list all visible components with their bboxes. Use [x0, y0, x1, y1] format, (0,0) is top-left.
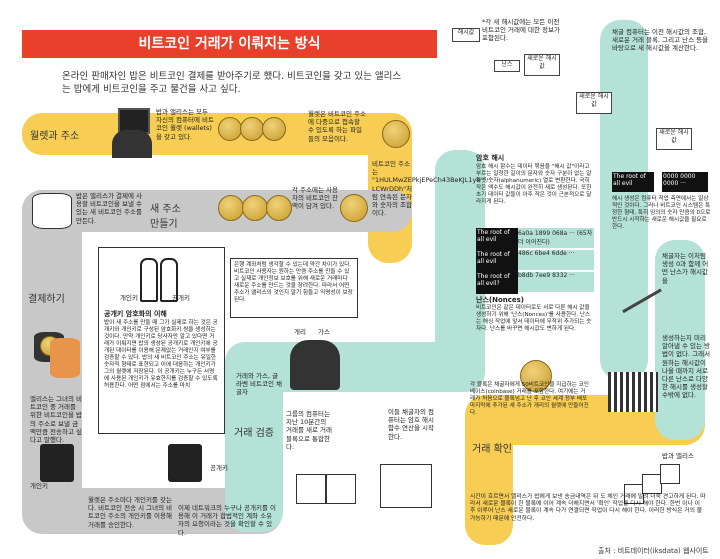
winner-desc: 생성하는지 미리 알아낼 수 있는 방법이 없다. 그래서 원하는 해시값이 나… — [662, 334, 711, 400]
bitcoin-coin-icon — [382, 120, 410, 148]
bitcoin-coin-icon — [218, 117, 242, 141]
wallet-files-desc: 월렛은 비트코인 주소에 다중으로 접속할 수 있도록 하는 파일들의 모음이다… — [308, 110, 366, 143]
address-coins — [218, 195, 292, 227]
crypto-title: 공개키 암호화의 이해 — [104, 310, 167, 318]
hash-output-2: 486c 6be4 6dde ··· — [518, 250, 594, 270]
target-desc: 해시 생성은 컴퓨터 작업 측면에서는 일상적인 것이다. 그러나 비트코인 시… — [612, 196, 711, 230]
target-input: The root of all evil — [612, 172, 654, 192]
man-label: 개리 — [294, 328, 306, 336]
shovel-icon — [290, 340, 340, 390]
network-desc: 이제 네트워크의 누구나 공개키를 이용해 이 거래가 합법적인 계좌 소유자의… — [178, 504, 276, 537]
road-right-down — [655, 240, 705, 440]
confirm-desc: 시간이 흐르면서 앨리스가 밥에게 보낸 송금내역은 뒤 도 체인 거래에 밀려… — [470, 494, 706, 522]
block-icon — [624, 484, 644, 504]
block-cubes-icon — [380, 464, 432, 508]
block-icon — [326, 474, 356, 504]
block-icon — [296, 474, 326, 504]
broadcast-desc: 거래와 가스, 글라벤 비트코인 채굴자 — [236, 372, 282, 397]
lock-icon — [40, 444, 74, 482]
address-desc: 비트코인 주소는 "1HULMwZEPkjEPeCh43BeKJL1yb LCW… — [372, 160, 481, 218]
intro-text: 온라인 판매자인 밥은 비트코인 결제를 받아주기로 했다. 비트코인을 갖고 … — [62, 71, 402, 95]
lock-icon — [168, 444, 202, 482]
user-silhouette-icon — [112, 130, 152, 158]
nonce-stamp: 난스 — [494, 60, 520, 72]
bitcoin-coin-icon — [218, 195, 244, 221]
computers-desc: 그룹의 컴퓨터는 지난 10분간의 거래를 새로 거래 블록으로 통합한다. — [286, 410, 332, 451]
bitcoin-coin-icon — [340, 194, 368, 222]
database-icon — [32, 193, 72, 229]
stage-verify: 거래 검증 — [234, 428, 274, 439]
bitcoin-coin-icon — [520, 360, 552, 392]
private-key-label: 개인키 — [120, 294, 138, 302]
hash-output-3: b8db 7ee9 8332 ··· — [518, 272, 594, 292]
page-title: 비트코인 거래가 이뤄지는 방식 — [138, 36, 321, 52]
bitcoin-coin-icon — [240, 117, 264, 141]
hash-output-1: 6a0a 1899 068a ··· (65자 더 이어진다) — [518, 228, 594, 248]
nonce-title: 난스(Nonces) — [476, 296, 524, 304]
bob-alice-label: 밥과 앨리스 — [662, 452, 694, 460]
database-icon — [50, 338, 80, 378]
new-hash-stamp-3: 새로운 해시값 — [656, 128, 692, 150]
alice-desc: 앨리스는 그녀의 비트코인 중 거래를 위한 비트코인을 밥의 주소로 보낼 금… — [30, 395, 82, 445]
nonce-body: 비트코인은 같은 데이터로도 서로 다른 해시 값을 생성하기 위해 '난스(N… — [476, 305, 592, 332]
hash-title: 암호 해시 — [476, 154, 505, 162]
hash-input-1: The root of all evil — [476, 228, 518, 250]
bitcoin-coin-icon — [266, 195, 292, 221]
new-hash-stamp-1: 새로운 해시값 — [524, 54, 560, 76]
bob-new-address-desc: 밥은 앨리스가 결제에 사용할 비트코인을 보낼 수 있는 새 비트코인 주소를… — [76, 192, 142, 225]
hash-input-2: The root of all evil — [476, 250, 518, 272]
hash-verify-desc: 이들 채굴자의 컴퓨터는 암호 해시 함수 연산을 시작한다. — [388, 408, 434, 441]
stage-payment: 결제하기 — [28, 294, 65, 305]
block-icon — [642, 474, 662, 494]
title-banner — [22, 30, 437, 58]
target-output: 0000 0000 0000 ··· — [662, 172, 708, 192]
stage-confirm: 거래 확인 — [472, 444, 512, 455]
key-icon — [160, 258, 178, 302]
pubkey-label: 공개키 — [210, 464, 228, 472]
road-confirm-down — [465, 395, 513, 545]
coin-pile-icon — [608, 372, 658, 412]
source-note: 출처 : 비트데이터(iksdata) 웹사이트 — [598, 547, 709, 555]
hash-body: 암호 해시 함수는 데이터 묶음을 "해시 값"이라고 부르는 일정한 길이의 … — [476, 164, 592, 205]
key-icon — [140, 258, 158, 302]
crypto-chain-box: 은행 계좌처럼 생각할 수 있는데 약간 차이가 있다. 비트코인 사용자는 원… — [230, 258, 358, 318]
miners-calc-desc: 채굴 컴퓨터는 이전 해시값의 조합, 새로운 거래 블록, 그리고 난스 등을… — [612, 28, 709, 53]
road-wallet — [22, 113, 412, 155]
random-nonce-desc: 채굴자는 이처럼 생성 0과 함께 어떤 난스가 해시값을 — [662, 252, 709, 285]
road-right — [600, 20, 648, 380]
privkey-label: 개인키 — [30, 482, 48, 490]
bitcoin-coin-icon — [242, 195, 268, 221]
public-key-label: 공개키 — [172, 294, 190, 302]
crypto-body: 밥이 새 주소를 만들 때 그가 실제로 하는 것은 공개키와 개인키로 구성된… — [104, 320, 218, 389]
stage-new-address: 새 주소 만들기 — [150, 204, 181, 230]
block-reward-desc: 각 블록은 채굴자에게 50비트코인을 지급하는 코인베이스(coinbase)… — [470, 382, 589, 416]
signed-desc: 월렛은 주소마다 개인키를 갖는다. 비트코인 전송 시 그녀의 비트코인 주소… — [88, 496, 173, 529]
bitcoin-coin-icon — [262, 117, 286, 141]
block-cubes-icon — [296, 462, 356, 512]
new-hash-stamp-2: 새로운 해시값 — [576, 92, 612, 114]
block-icon — [660, 464, 680, 484]
hash-stamp: 해시값 — [452, 28, 480, 42]
wallet-desc: 밥과 앨리스는 모두 자신의 컴퓨터에 비트코인 월렛 (wallets)을 갖… — [156, 108, 214, 141]
wallet-files-icon — [218, 113, 298, 149]
miners-names: 개리 가스 — [294, 328, 330, 336]
woman-label: 가스 — [318, 328, 331, 336]
hash-input-3: The root of all evil? — [476, 272, 518, 294]
block-stairs-icon — [624, 462, 700, 504]
prev-hash-desc: *각 새 해시값에는 모든 이전 비트코인 거래에 대한 정보가 포함된다. — [482, 18, 560, 43]
stage-wallet: 월렛과 주소 — [30, 131, 80, 142]
each-address-desc: 각 주소에는 사용자의 비트코인 잔액이 담겨 있다. — [292, 186, 338, 211]
